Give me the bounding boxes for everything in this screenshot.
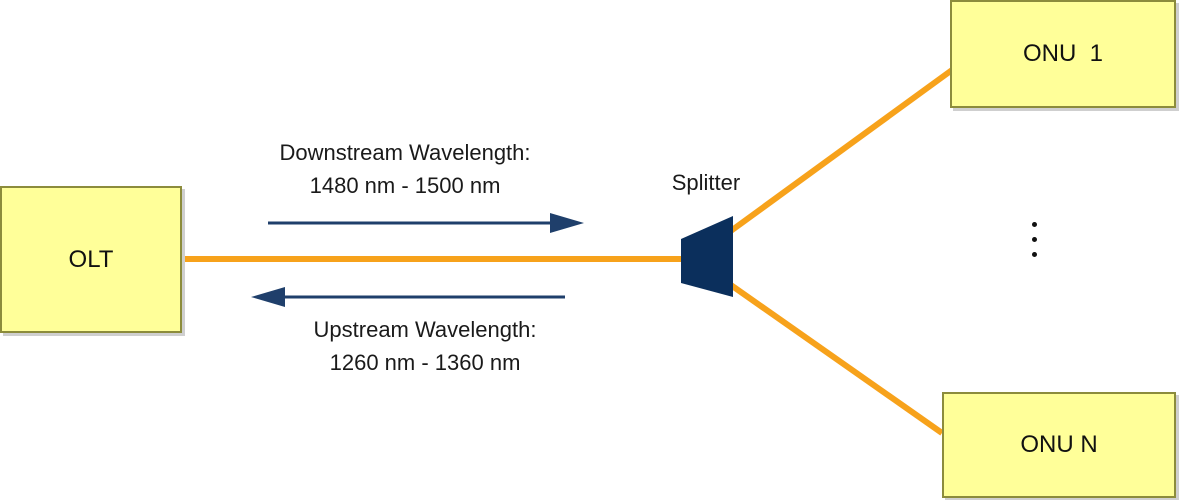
fiber-splitter-to-onu-n [726, 280, 944, 436]
onu-1-box: ONU 1 [950, 0, 1176, 108]
onu-1-label: ONU 1 [1022, 40, 1103, 67]
onu-n-box: ONU N [942, 392, 1176, 498]
downstream-title: Downstream Wavelength: [279, 140, 531, 165]
upstream-caption: Upstream Wavelength: 1260 nm - 1360 nm [240, 313, 610, 379]
downstream-caption: Downstream Wavelength: 1480 nm - 1500 nm [220, 136, 590, 202]
olt-box: OLT [0, 186, 182, 333]
fiber-splitter-to-onu-1 [726, 67, 954, 236]
olt-label: OLT [68, 245, 114, 273]
upstream-range: 1260 nm - 1360 nm [329, 350, 521, 375]
upstream-title: Upstream Wavelength: [313, 317, 537, 342]
splitter-label: Splitter [671, 170, 741, 195]
splitter-shape [681, 216, 733, 297]
ellipsis-dot [1031, 252, 1037, 257]
upstream-arrow [251, 287, 565, 307]
ellipsis-dot [1031, 237, 1037, 242]
onu-n-label: ONU N [1020, 431, 1098, 458]
downstream-range: 1480 nm - 1500 nm [309, 173, 501, 198]
ellipsis-dot [1031, 222, 1037, 227]
downstream-arrow [268, 213, 584, 233]
more-onus-ellipsis [1027, 222, 1041, 267]
